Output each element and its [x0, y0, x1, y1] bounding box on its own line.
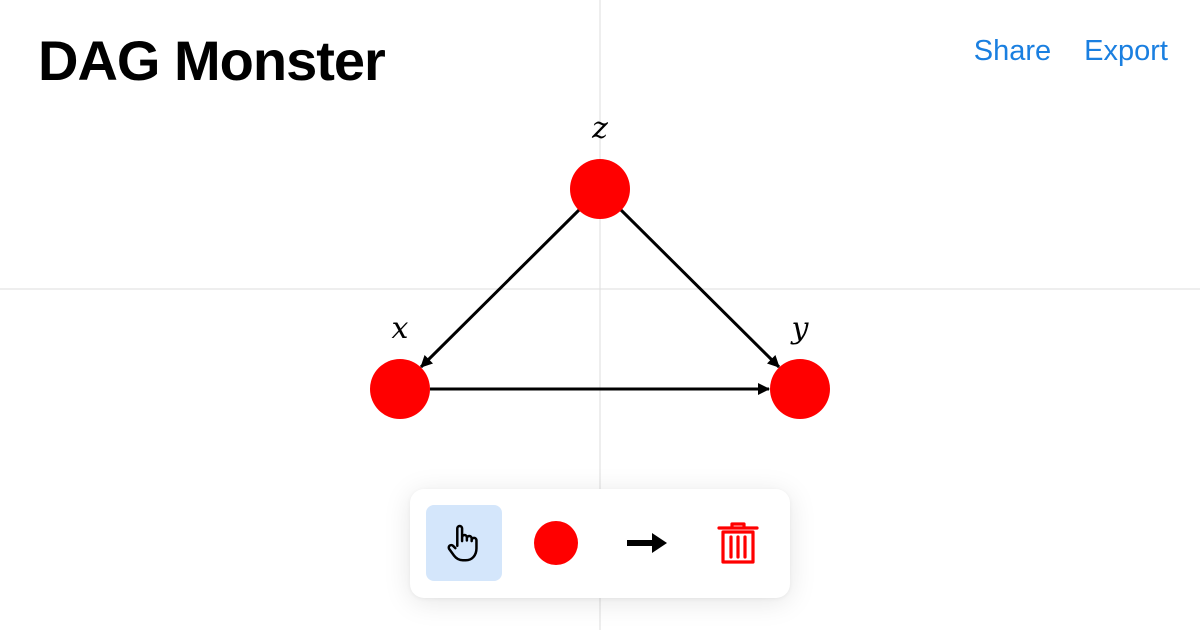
- tool-palette: [410, 489, 790, 598]
- node-label-y: y: [790, 311, 810, 346]
- add-edge-tool-button[interactable]: [609, 505, 685, 581]
- hand-pointer-icon: [447, 524, 478, 562]
- export-link[interactable]: Export: [1084, 35, 1168, 67]
- trash-icon: [717, 522, 759, 564]
- delete-tool-button[interactable]: [700, 505, 776, 581]
- edge-z-y[interactable]: [619, 208, 781, 369]
- edge-z-x[interactable]: [419, 208, 581, 369]
- node-label-x: x: [392, 311, 409, 346]
- node-circle-icon: [534, 521, 578, 565]
- add-node-tool-button[interactable]: [518, 505, 594, 581]
- node-z[interactable]: [570, 159, 630, 219]
- share-link[interactable]: Share: [973, 35, 1052, 67]
- select-tool-button[interactable]: [426, 505, 502, 581]
- node-x[interactable]: [370, 359, 430, 419]
- arrow-right-icon: [627, 533, 667, 553]
- header-actions: Share Export: [974, 34, 1168, 69]
- node-y[interactable]: [770, 359, 830, 419]
- node-label-z: z: [591, 111, 608, 146]
- app-title: DAG Monster: [38, 29, 386, 92]
